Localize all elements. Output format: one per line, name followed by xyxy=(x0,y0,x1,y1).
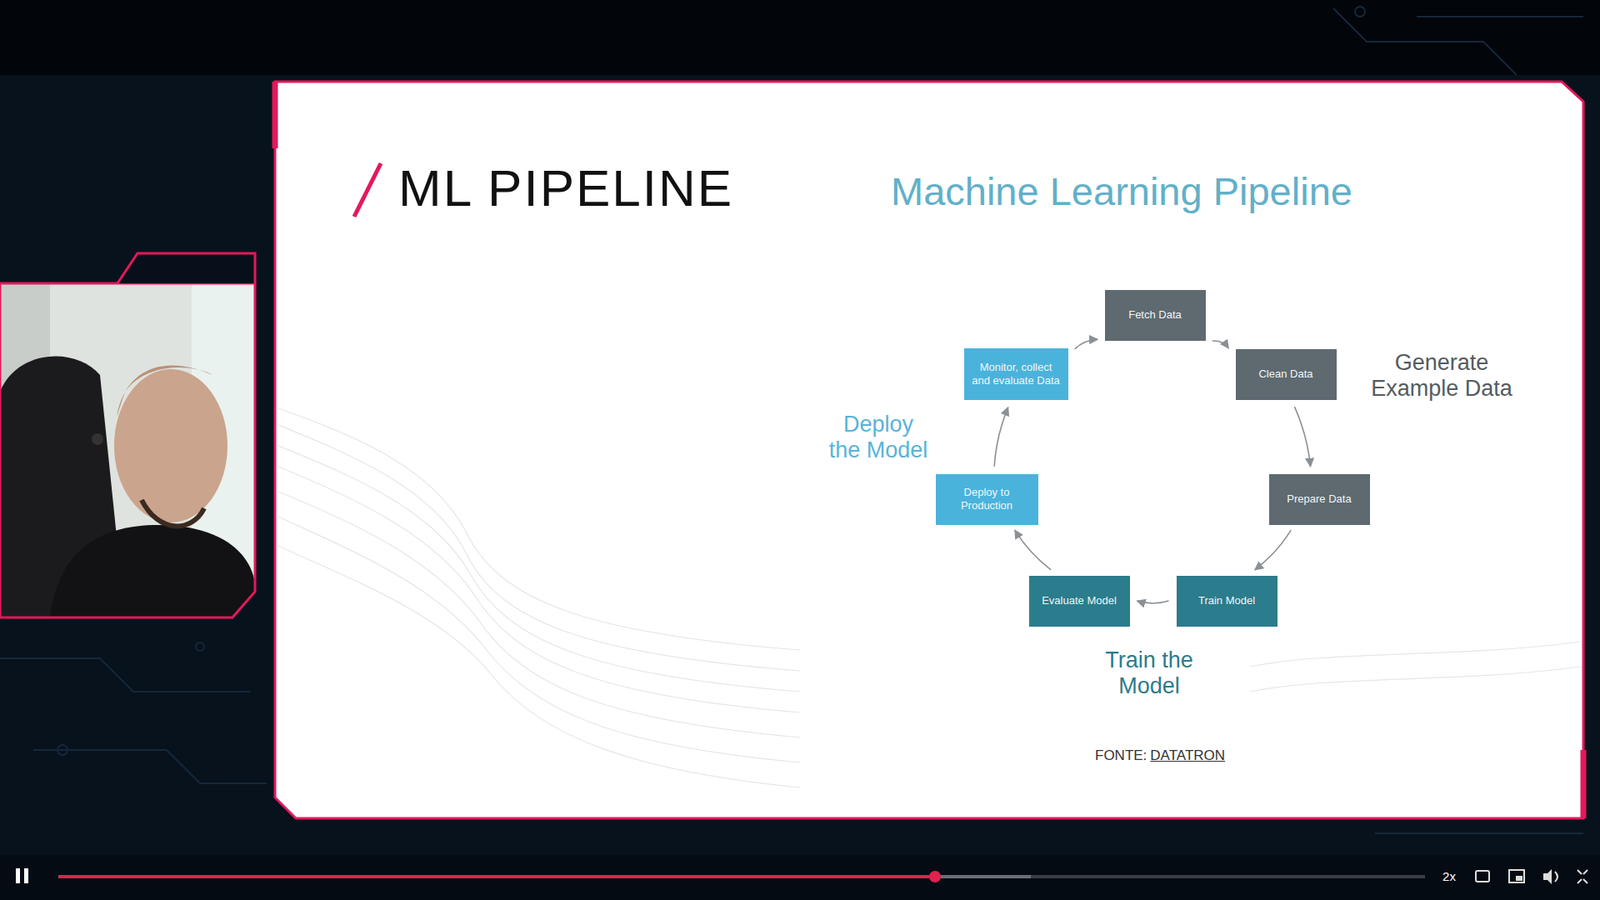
process-box: Deploy to Production xyxy=(935,474,1039,525)
room-wall xyxy=(0,283,255,618)
process-box: Monitor, collect and evaluate Data xyxy=(964,348,1069,400)
box-label: Deploy to Production xyxy=(942,485,1032,512)
webcam-tab xyxy=(117,253,255,284)
box-label: Monitor, collect and evaluate Data xyxy=(970,360,1062,387)
flow-arrow xyxy=(1294,406,1310,467)
progress-track xyxy=(58,875,1425,879)
progress-knob xyxy=(929,870,941,883)
circuit-dot xyxy=(195,642,205,651)
process-box: Train Model xyxy=(1176,575,1278,627)
flow-arrow xyxy=(1015,530,1051,570)
box-label: Clean Data xyxy=(1258,367,1313,381)
wave-line xyxy=(1250,666,1580,692)
circuit-dot xyxy=(57,745,68,755)
wave-line xyxy=(1250,641,1580,667)
wave-line xyxy=(278,466,800,713)
flow-arrow xyxy=(1137,600,1170,604)
slide-title: ML PIPELINE xyxy=(398,158,734,218)
circuit-lines xyxy=(0,6,1584,834)
shirt xyxy=(50,525,255,618)
process-box: Fetch Data xyxy=(1105,290,1206,341)
fullscreen-icon xyxy=(1577,870,1588,884)
volume-wave xyxy=(1555,871,1558,882)
box-label: Train Model xyxy=(1198,594,1255,608)
wireframe-wave xyxy=(278,408,1580,788)
circuit-line xyxy=(1375,832,1584,835)
flow-arrow xyxy=(1075,339,1098,350)
flow-arrow xyxy=(1212,340,1230,349)
box-label: Fetch Data xyxy=(1128,308,1182,322)
captions-icon xyxy=(1475,870,1490,882)
box-label: Evaluate Model xyxy=(1041,594,1117,608)
wave-line xyxy=(278,425,800,671)
volume-icon xyxy=(1543,869,1552,885)
wave-line xyxy=(278,516,800,763)
wave-line xyxy=(278,491,800,738)
beard xyxy=(141,500,205,526)
title-slash xyxy=(354,163,381,217)
slide-accent xyxy=(272,81,279,149)
progress-played xyxy=(58,875,935,879)
source-note: FONTE: xyxy=(1095,747,1147,765)
stage-label: Train the Model xyxy=(1097,647,1201,700)
progress-buffer xyxy=(58,875,1031,879)
box-label: Prepare Data xyxy=(1286,492,1351,506)
circuit-line xyxy=(33,750,267,784)
earphone xyxy=(91,433,104,445)
slide-panel xyxy=(275,81,1584,819)
controls-bar xyxy=(0,855,1600,900)
wave-line xyxy=(278,408,800,650)
head xyxy=(114,369,228,523)
webcam-picture xyxy=(0,283,255,618)
flow-arrow xyxy=(1255,530,1291,570)
diagram-heading: Machine Learning Pipeline xyxy=(890,169,1353,215)
pause-bar xyxy=(15,868,20,884)
top-band xyxy=(0,0,1600,75)
head-shade xyxy=(116,365,213,417)
pause-icon xyxy=(15,868,29,884)
circuit-dot xyxy=(1355,6,1365,17)
speed-label: 2x xyxy=(1442,869,1456,884)
flow-arrow xyxy=(994,407,1009,467)
source-link: DATATRON xyxy=(1150,747,1225,765)
slide-accent xyxy=(1580,750,1587,819)
process-box: Clean Data xyxy=(1235,349,1337,400)
process-box: Evaluate Model xyxy=(1029,575,1130,627)
stage-label: Deploy the Model xyxy=(826,411,930,464)
circuit-line xyxy=(1333,8,1517,75)
circuit-line xyxy=(1416,15,1584,18)
stage-label: Generate Example Data xyxy=(1362,350,1521,402)
process-box: Prepare Data xyxy=(1269,474,1370,525)
wave-line xyxy=(278,545,800,788)
pip-icon-inner xyxy=(1515,875,1523,881)
pause-bar xyxy=(24,868,29,884)
circuit-line xyxy=(0,658,250,692)
pip-icon xyxy=(1509,870,1525,883)
webcam-frame xyxy=(0,283,255,618)
